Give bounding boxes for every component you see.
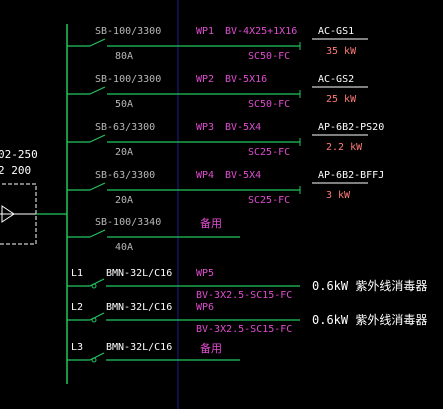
load-name: AC-GS2	[318, 74, 354, 85]
phase-label: L1	[71, 268, 83, 279]
breaker-symbol	[67, 229, 240, 238]
conduit-spec: SC50-FC	[248, 51, 290, 62]
load-description: 0.6kW 紫外线消毒器	[312, 279, 427, 293]
load-name: AC-GS1	[318, 26, 354, 37]
load-name: AP-6B2-PS20	[318, 122, 384, 133]
cable-spec: BV-4X25+1X16	[225, 26, 297, 37]
incoming-model: 02-250	[0, 148, 38, 161]
load-power: 2.2 kW	[326, 142, 363, 153]
breaker-model: BMN-32L/C16	[106, 342, 172, 353]
conduit-spec: SC50-FC	[248, 99, 290, 110]
cable-spec: BV-3X2.5-SC15-FC	[196, 290, 292, 301]
breaker-symbol	[67, 134, 240, 143]
cable-spec: BV-5X4	[225, 122, 261, 133]
cable-spec: BV-3X2.5-SC15-FC	[196, 324, 292, 335]
circuit-number: WP3	[196, 122, 214, 133]
load-name: AP-6B2-BFFJ	[318, 170, 384, 181]
breaker-model: SB-63/3300	[95, 170, 155, 181]
load-description: 0.6kW 紫外线消毒器	[312, 313, 427, 327]
phase-label: L3	[71, 342, 83, 353]
breaker-model: SB-63/3300	[95, 122, 155, 133]
circuit-number: WP2	[196, 74, 214, 85]
incoming-rating: 2 200	[0, 164, 31, 177]
breaker-rating: 50A	[115, 99, 133, 110]
breaker-rating: 40A	[115, 242, 133, 253]
cable-spec: BV-5X4	[225, 170, 261, 181]
circuit-number: WP1	[196, 26, 214, 37]
breaker-symbol	[67, 182, 240, 191]
load-power: 25 kW	[326, 94, 357, 105]
circuit-number: WP6	[196, 302, 214, 313]
conduit-spec: SC25-FC	[248, 195, 290, 206]
feeder-row: SB-100/3340 40A 备用	[67, 216, 240, 253]
breaker-model: SB-100/3340	[95, 217, 161, 228]
breaker-rating: 80A	[115, 51, 133, 62]
breaker-model: SB-100/3300	[95, 74, 161, 85]
breaker-symbol	[67, 86, 240, 95]
spare-label: 备用	[200, 341, 222, 355]
circuit-number: WP5	[196, 268, 214, 279]
load-power: 35 kW	[326, 46, 357, 57]
lighting-row: L3 BMN-32L/C16 备用	[67, 341, 240, 363]
circuit-number: WP4	[196, 170, 214, 181]
load-power: 3 kW	[326, 190, 351, 201]
incoming-switch	[0, 183, 67, 245]
breaker-model: SB-100/3300	[95, 26, 161, 37]
spare-label: 备用	[200, 216, 222, 230]
breaker-rating: 20A	[115, 195, 133, 206]
breaker-model: BMN-32L/C16	[106, 302, 172, 313]
phase-label: L2	[71, 302, 83, 313]
breaker-rating: 20A	[115, 147, 133, 158]
breaker-symbol	[67, 38, 240, 47]
breaker-model: BMN-32L/C16	[106, 268, 172, 279]
cable-spec: BV-5X16	[225, 74, 267, 85]
conduit-spec: SC25-FC	[248, 147, 290, 158]
